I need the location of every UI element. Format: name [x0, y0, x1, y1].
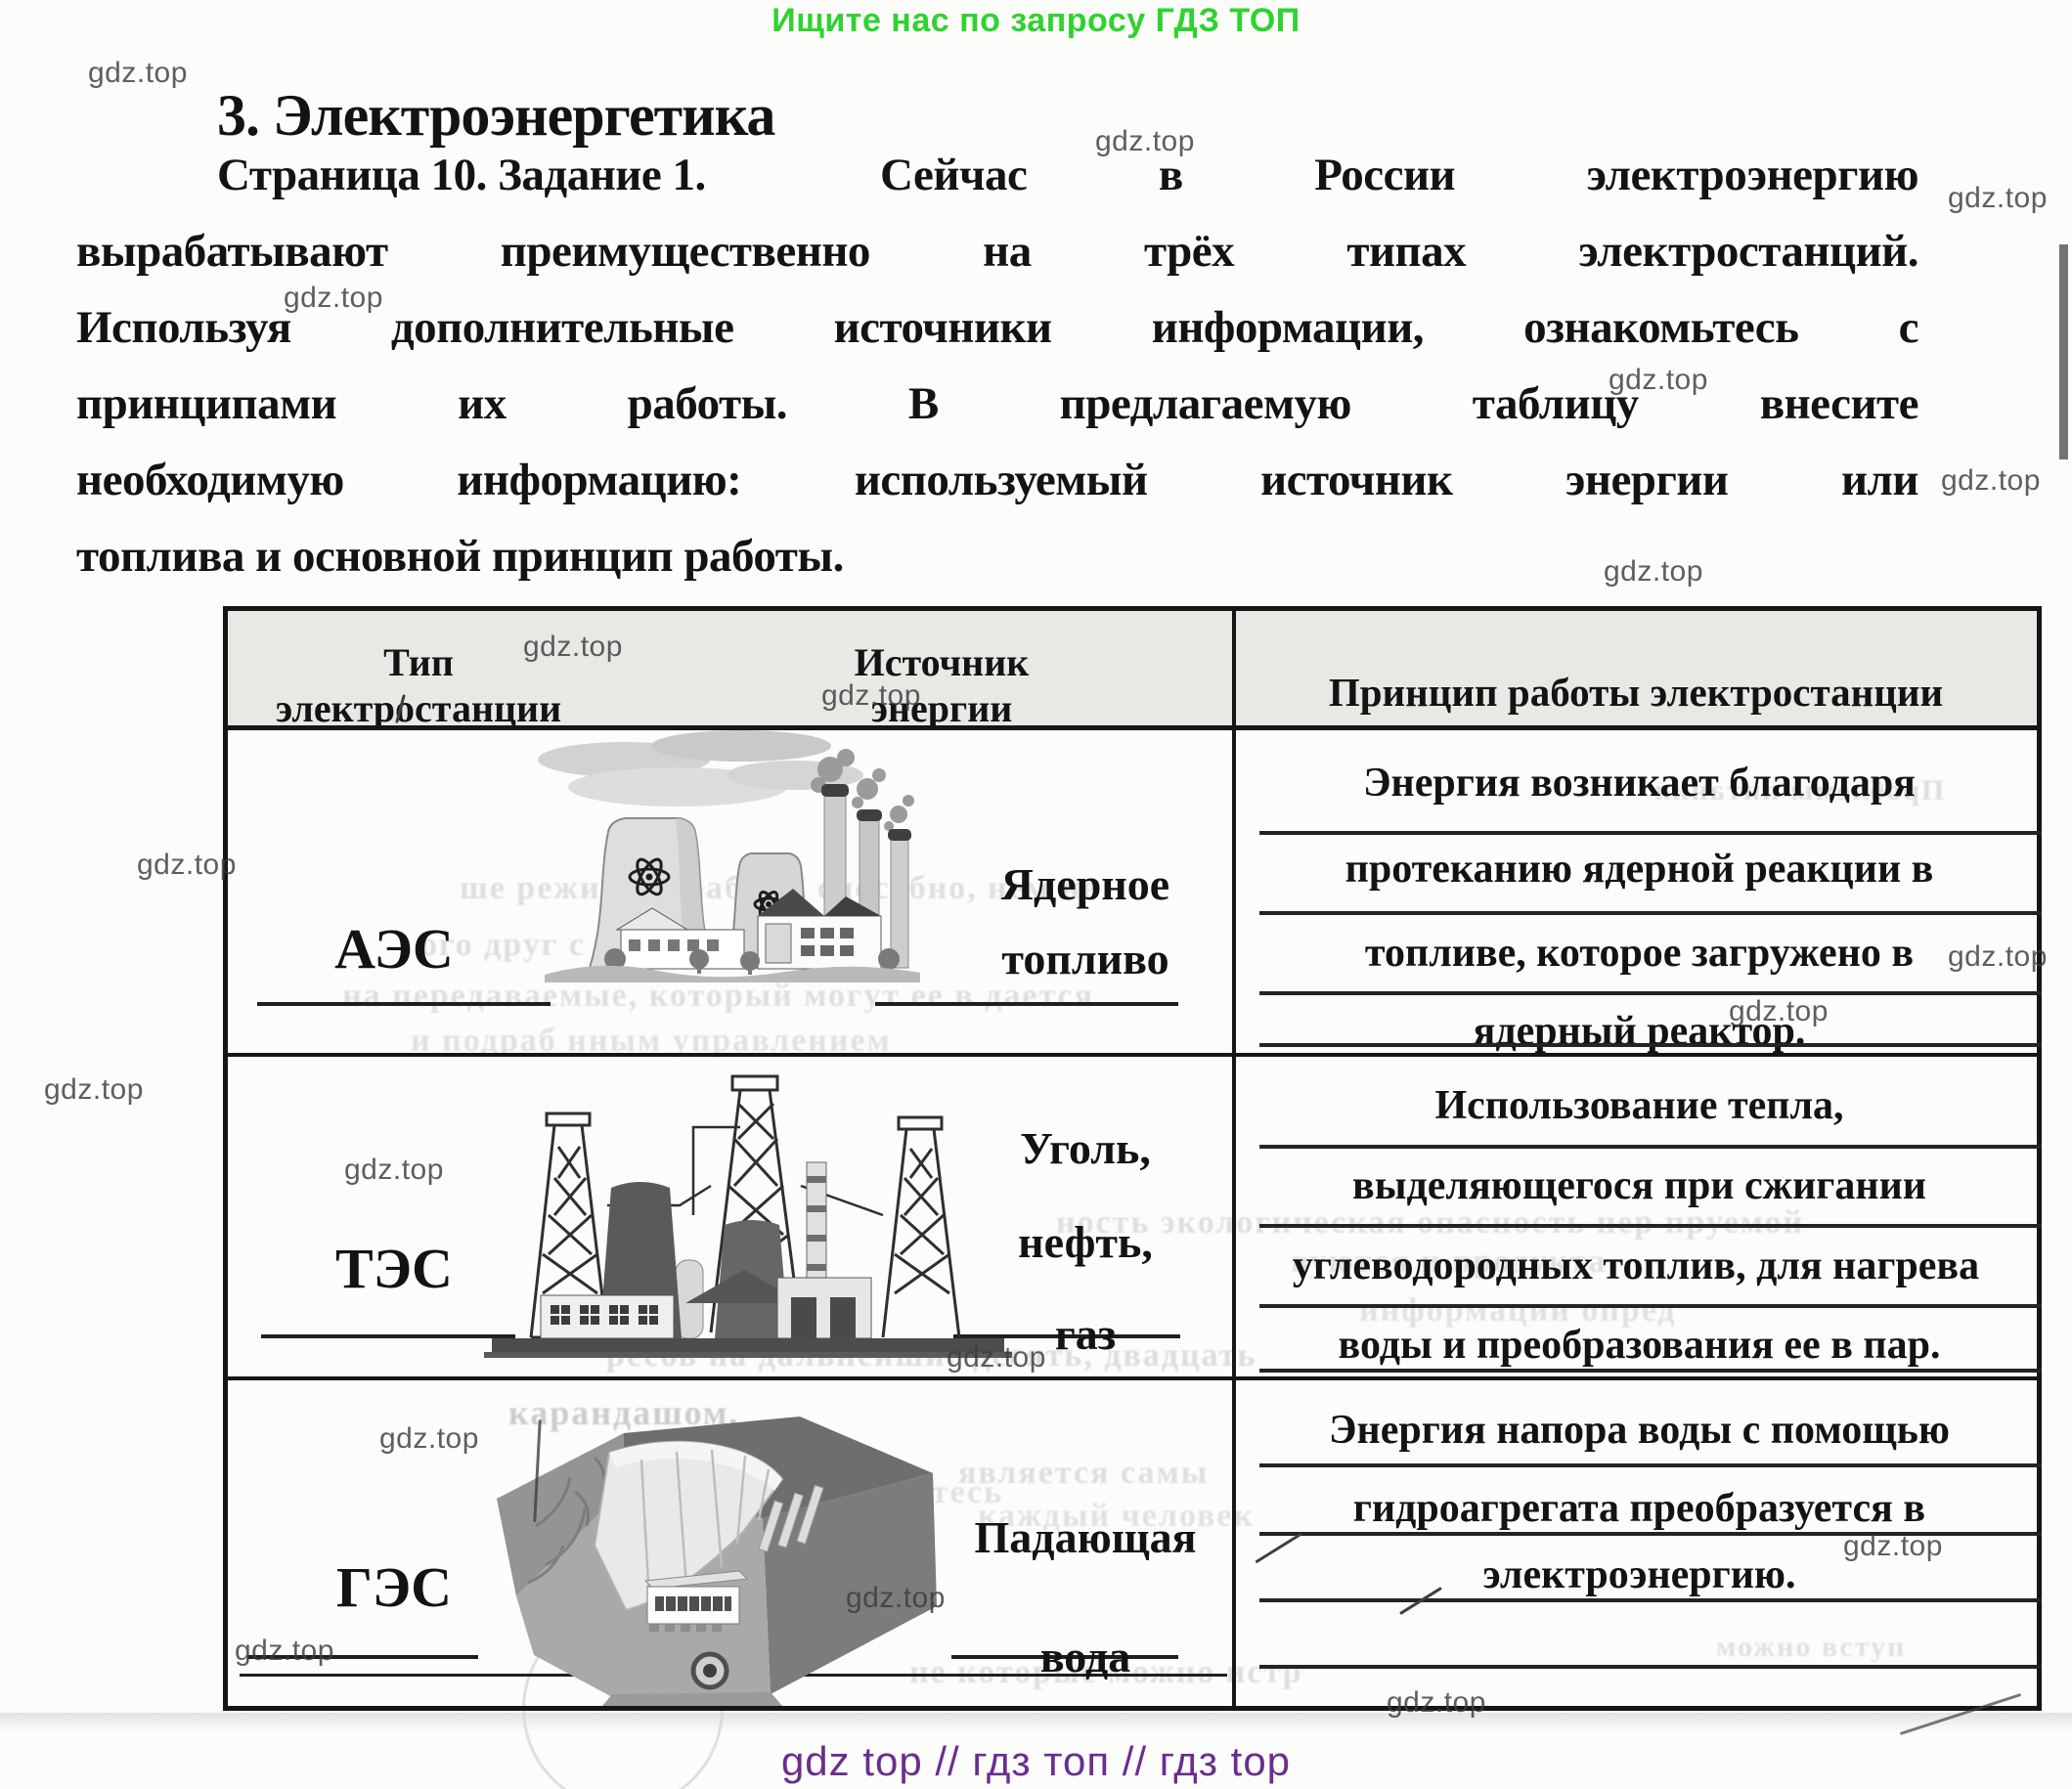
principle-text: Энергия напора воды с помощью — [1329, 1408, 1950, 1453]
header-principle: Принцип работы электростанции — [1328, 670, 1944, 715]
paragraph-line: необходимую информацию: используемый ист… — [76, 455, 1919, 505]
scan-edge — [2059, 244, 2068, 459]
answer-line — [953, 1334, 1180, 1338]
table-header: Тип электростанции Источник энергии Прин… — [228, 611, 2037, 730]
answer-line — [1259, 1369, 2042, 1373]
principle-text: углеводородных топлив, для нагрева — [1292, 1244, 1980, 1288]
header-type-line2: электростанции — [275, 686, 562, 730]
bleedthrough-text: на передаваемые, который могут ее в дает… — [342, 978, 1095, 1014]
gdz-watermark: gdz.top — [1604, 555, 1703, 588]
source-text: топливо — [1001, 934, 1169, 983]
gdz-watermark: gdz.top — [1729, 995, 1829, 1027]
gdz-watermark: gdz.top — [1948, 182, 2048, 214]
principle-text: топливе, которое загружено в — [1364, 931, 1915, 976]
answer-line — [261, 1334, 515, 1338]
gdz-watermark: gdz.top — [88, 57, 188, 89]
gdz-watermark: gdz.top — [1948, 940, 2048, 973]
gdz-watermark: gdz.top — [44, 1073, 144, 1106]
answer-line — [1259, 1598, 2042, 1602]
answer-line — [1259, 1224, 2042, 1228]
answer-line — [1259, 1145, 2042, 1149]
paragraph-line: вырабатывают преимущественно на трёх тип… — [76, 226, 1919, 277]
scan-shadow — [0, 1713, 2072, 1732]
principle-text: Использование тепла, — [1434, 1083, 1844, 1128]
gdz-watermark: gdz.top — [1387, 1686, 1486, 1719]
gdz-watermark: gdz.top — [1843, 1530, 1943, 1562]
paragraph-line: Используя дополнительные источники инфор… — [76, 302, 1919, 353]
nuclear-plant-image — [538, 730, 920, 982]
header-type-line1: Тип — [383, 640, 454, 684]
gdz-watermark: gdz.top — [137, 849, 237, 881]
gdz-watermark: gdz.top — [379, 1422, 479, 1455]
header-source-line2: энергии — [870, 686, 1013, 730]
answer-line — [1259, 991, 2042, 995]
principle-text: гидроагрегата преобразуется в — [1352, 1486, 1926, 1531]
row-separator — [228, 1376, 2037, 1380]
source-text: Ядерное — [1000, 859, 1170, 909]
principle-text: электроэнергию. — [1482, 1552, 1796, 1597]
gdz-watermark: gdz.top — [947, 1341, 1046, 1374]
principle-text: выделяющегося при сжигании — [1352, 1163, 1926, 1208]
answer-line — [1259, 1304, 2042, 1308]
bleedthrough-text: информации опред — [1359, 1292, 1677, 1329]
answer-line — [875, 1002, 1178, 1006]
thermal-plant-image — [484, 1074, 1012, 1358]
paragraph-line-text: Сейчас в России электроэнергию — [880, 150, 1919, 200]
gdz-watermark: gdz.top — [846, 1582, 946, 1614]
row-label-ges: ГЭС — [335, 1555, 453, 1619]
column-divider — [1232, 611, 1236, 1706]
answer-line — [1259, 831, 2042, 835]
header-source-line1: Источник — [854, 640, 1030, 684]
answer-line — [1259, 1043, 2042, 1047]
paragraph-line: топлива и основной принцип работы. — [76, 531, 844, 582]
source-text: Падающая — [974, 1512, 1197, 1562]
footer-links: gdz top // гдз топ // гдз top — [780, 1738, 1292, 1784]
gdz-watermark: gdz.top — [1609, 364, 1708, 396]
row-label-aes: АЭС — [334, 917, 454, 981]
answer-line — [1259, 1463, 2042, 1467]
gdz-watermark: gdz.top — [284, 282, 383, 314]
task-reference: Страница 10. Задание 1. — [217, 150, 706, 200]
hydro-dam-image — [497, 1417, 937, 1706]
source-text: нефть, — [1018, 1217, 1153, 1267]
principle-text: воды и преобразования ее в пар. — [1338, 1323, 1941, 1368]
answer-line — [257, 1002, 551, 1006]
bleedthrough-text: вуются и продукта — [1291, 1244, 1608, 1280]
gdz-watermark: gdz.top — [235, 1635, 334, 1667]
power-plants-table: Тип электростанции Источник энергии Прин… — [223, 606, 2042, 1711]
gdz-watermark: gdz.top — [344, 1154, 444, 1186]
gdz-watermark: gdz.top — [1941, 464, 2041, 497]
bleedthrough-text: и подраб нным управлением — [411, 1023, 892, 1059]
gdz-watermark: gdz.top — [523, 631, 623, 663]
answer-line — [247, 1655, 478, 1659]
source-text: Уголь, — [1020, 1123, 1151, 1173]
answer-line — [1259, 911, 2042, 915]
page-title: 3. Электроэнергетика — [217, 83, 775, 148]
paragraph-line: принципами их работы. В предлагаемую таб… — [76, 378, 1919, 429]
gdz-watermark: gdz.top — [821, 679, 921, 712]
source-text: газ — [1054, 1309, 1117, 1359]
answer-line — [951, 1655, 1178, 1659]
principle-text: протеканию ядерной реакции в — [1345, 847, 1934, 892]
row-separator — [228, 1053, 2037, 1057]
bleedthrough-text: карандашом. — [508, 1393, 740, 1432]
gdz-watermark: gdz.top — [1095, 125, 1195, 157]
header-divider — [228, 725, 2037, 730]
principle-text: ядерный реактор. — [1473, 1009, 1806, 1054]
source-text: вода — [1039, 1632, 1131, 1681]
task-paragraph: Страница 10. Задание 1. Сейчас в России … — [76, 137, 1919, 594]
answer-line — [1259, 1665, 2042, 1669]
bleedthrough-text: можно вступ — [1716, 1631, 1907, 1663]
bleedthrough-text: ность экологическая опасность нер пруемо… — [1056, 1204, 1805, 1241]
paragraph-line: Страница 10. Задание 1. Сейчас в России … — [76, 137, 1919, 213]
bleedthrough-text: каждый человек — [978, 1498, 1256, 1534]
principle-text: Энергия возникает благодаря — [1363, 761, 1916, 806]
bleedthrough-text: является самы — [958, 1455, 1210, 1491]
promo-banner: Ищите нас по запросу ГДЗ ТОП — [771, 2, 1301, 39]
row-label-tes: ТЭС — [335, 1237, 453, 1300]
answer-line — [1259, 1532, 2042, 1536]
